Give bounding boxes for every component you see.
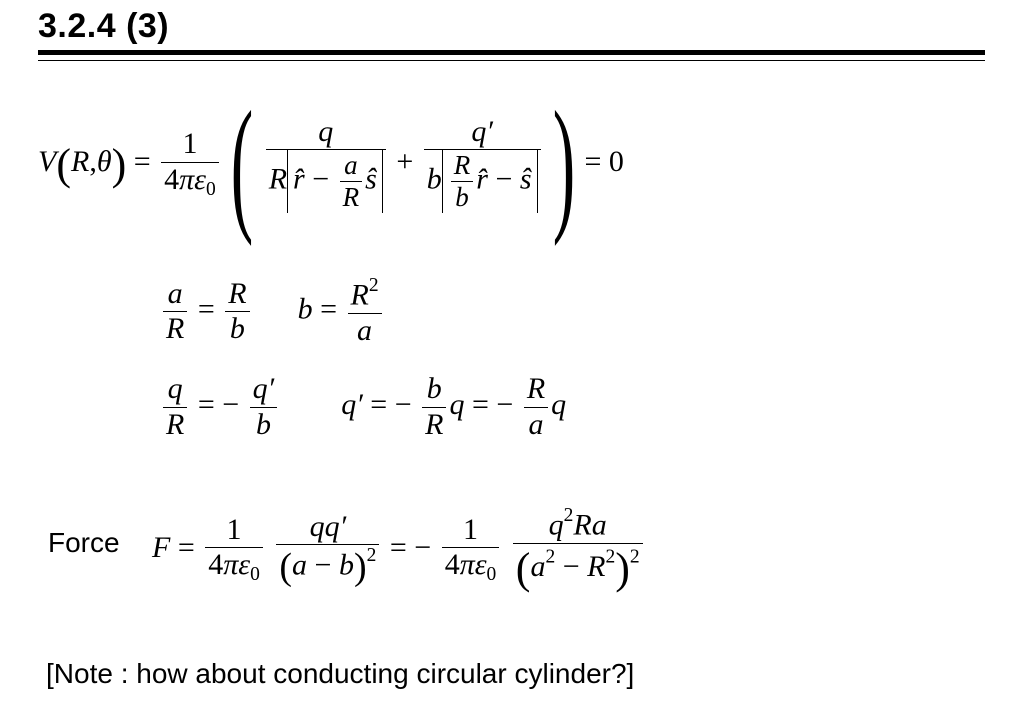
force-label: Force [48,527,120,558]
note-text: [Note : how about conducting circular cy… [46,658,635,689]
slide-title: 3.2.4 (3) [38,7,170,45]
title-underline-thick [38,50,985,55]
title-underline-thin [38,60,985,61]
